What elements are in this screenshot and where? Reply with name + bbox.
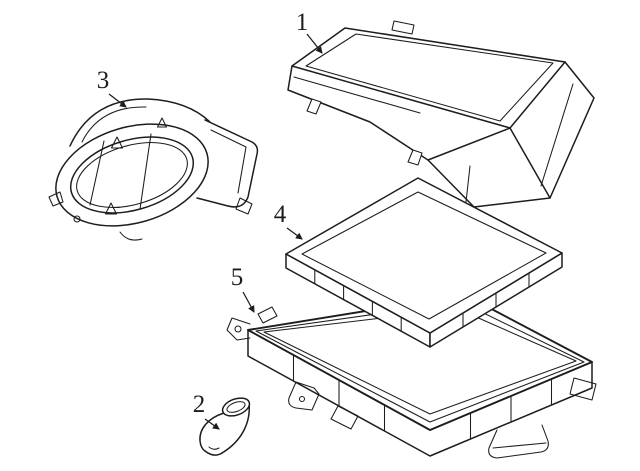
callout-1-label: 1	[296, 9, 309, 36]
callout-4-leader	[286, 227, 303, 240]
callouts: 1 2 3 4 5	[97, 9, 323, 430]
duct-grommet	[73, 215, 81, 223]
duct-align-triangle-1	[110, 136, 124, 149]
elbow-inner-wall	[221, 402, 250, 454]
tray-flange-hole	[234, 325, 242, 333]
filter-frame	[285, 177, 563, 334]
duct-rib-line-1	[89, 140, 105, 206]
cover-clip-tab-right	[407, 149, 423, 166]
elbow-end-cap	[204, 450, 223, 456]
diagram-root: 1 2 3 4 5	[48, 9, 597, 459]
tray-cavity-hatch	[263, 308, 577, 415]
tray-front-clip	[330, 405, 359, 430]
callout-5-leader	[242, 291, 255, 313]
duct-bottom-hook	[119, 231, 143, 241]
duct-lower-flange	[235, 197, 253, 215]
elbow-outer-wall	[199, 412, 225, 452]
duct-align-triangle-3	[104, 202, 118, 215]
cover-top-tab	[391, 20, 415, 35]
elbow-rim-outer	[221, 397, 251, 417]
part-elbow-hose-drawing	[199, 397, 251, 456]
callout-1-leader	[306, 33, 323, 54]
duct-rib-line-2	[139, 133, 152, 210]
callout-2-label: 2	[193, 391, 206, 418]
cover-clip-tab-left	[306, 98, 322, 115]
duct-opening-outer-ring	[55, 123, 209, 227]
part-cover-panel-drawing	[287, 20, 595, 208]
part-housing-tray-drawing	[226, 294, 597, 459]
callout-5-label: 5	[231, 264, 244, 291]
duct-hood-inner-arc	[81, 106, 147, 143]
duct-left-tab	[48, 191, 64, 207]
cover-side-detail-line	[540, 83, 574, 187]
tray-bracket-hole	[298, 395, 306, 403]
callout-4-label: 4	[274, 201, 287, 228]
tray-rim-tab	[257, 306, 278, 324]
duct-align-triangle-2	[156, 117, 168, 128]
cover-top-face-right-edge	[509, 61, 566, 129]
cover-vent-hatch-panel	[305, 33, 554, 122]
tray-hanging-bracket	[288, 381, 320, 411]
part-cabin-filter-drawing	[285, 177, 563, 348]
cover-front-step-edge	[427, 127, 511, 161]
elbow-rim-inner	[226, 401, 246, 413]
filter-pleats-area	[301, 191, 547, 320]
tray-opening-rim	[247, 294, 593, 431]
duct-opening-mid-ring	[69, 136, 195, 214]
duct-side-extension-inner	[210, 129, 247, 194]
duct-opening-inner-ring	[76, 142, 188, 208]
duct-side-extension	[196, 119, 259, 208]
tray-foot-line	[492, 442, 547, 449]
tray-foot-bracket	[488, 424, 549, 459]
cover-front-fold-edge	[509, 127, 551, 199]
cover-outline	[287, 27, 595, 208]
cover-deep-face-line	[465, 165, 471, 203]
part-air-duct-drawing	[48, 98, 259, 241]
callout-3-label: 3	[97, 67, 110, 94]
cover-front-detail-line	[293, 76, 421, 114]
elbow-end-cap-inner	[208, 446, 220, 450]
callout-3-leader	[108, 93, 127, 108]
tray-inner-rim	[255, 301, 585, 423]
tray-right-tab	[569, 377, 597, 401]
tray-left-flange	[226, 317, 251, 341]
duct-hood-outer-arc	[69, 98, 211, 147]
callout-2-leader	[204, 418, 220, 430]
cover-top-face-front-edge	[291, 65, 511, 129]
